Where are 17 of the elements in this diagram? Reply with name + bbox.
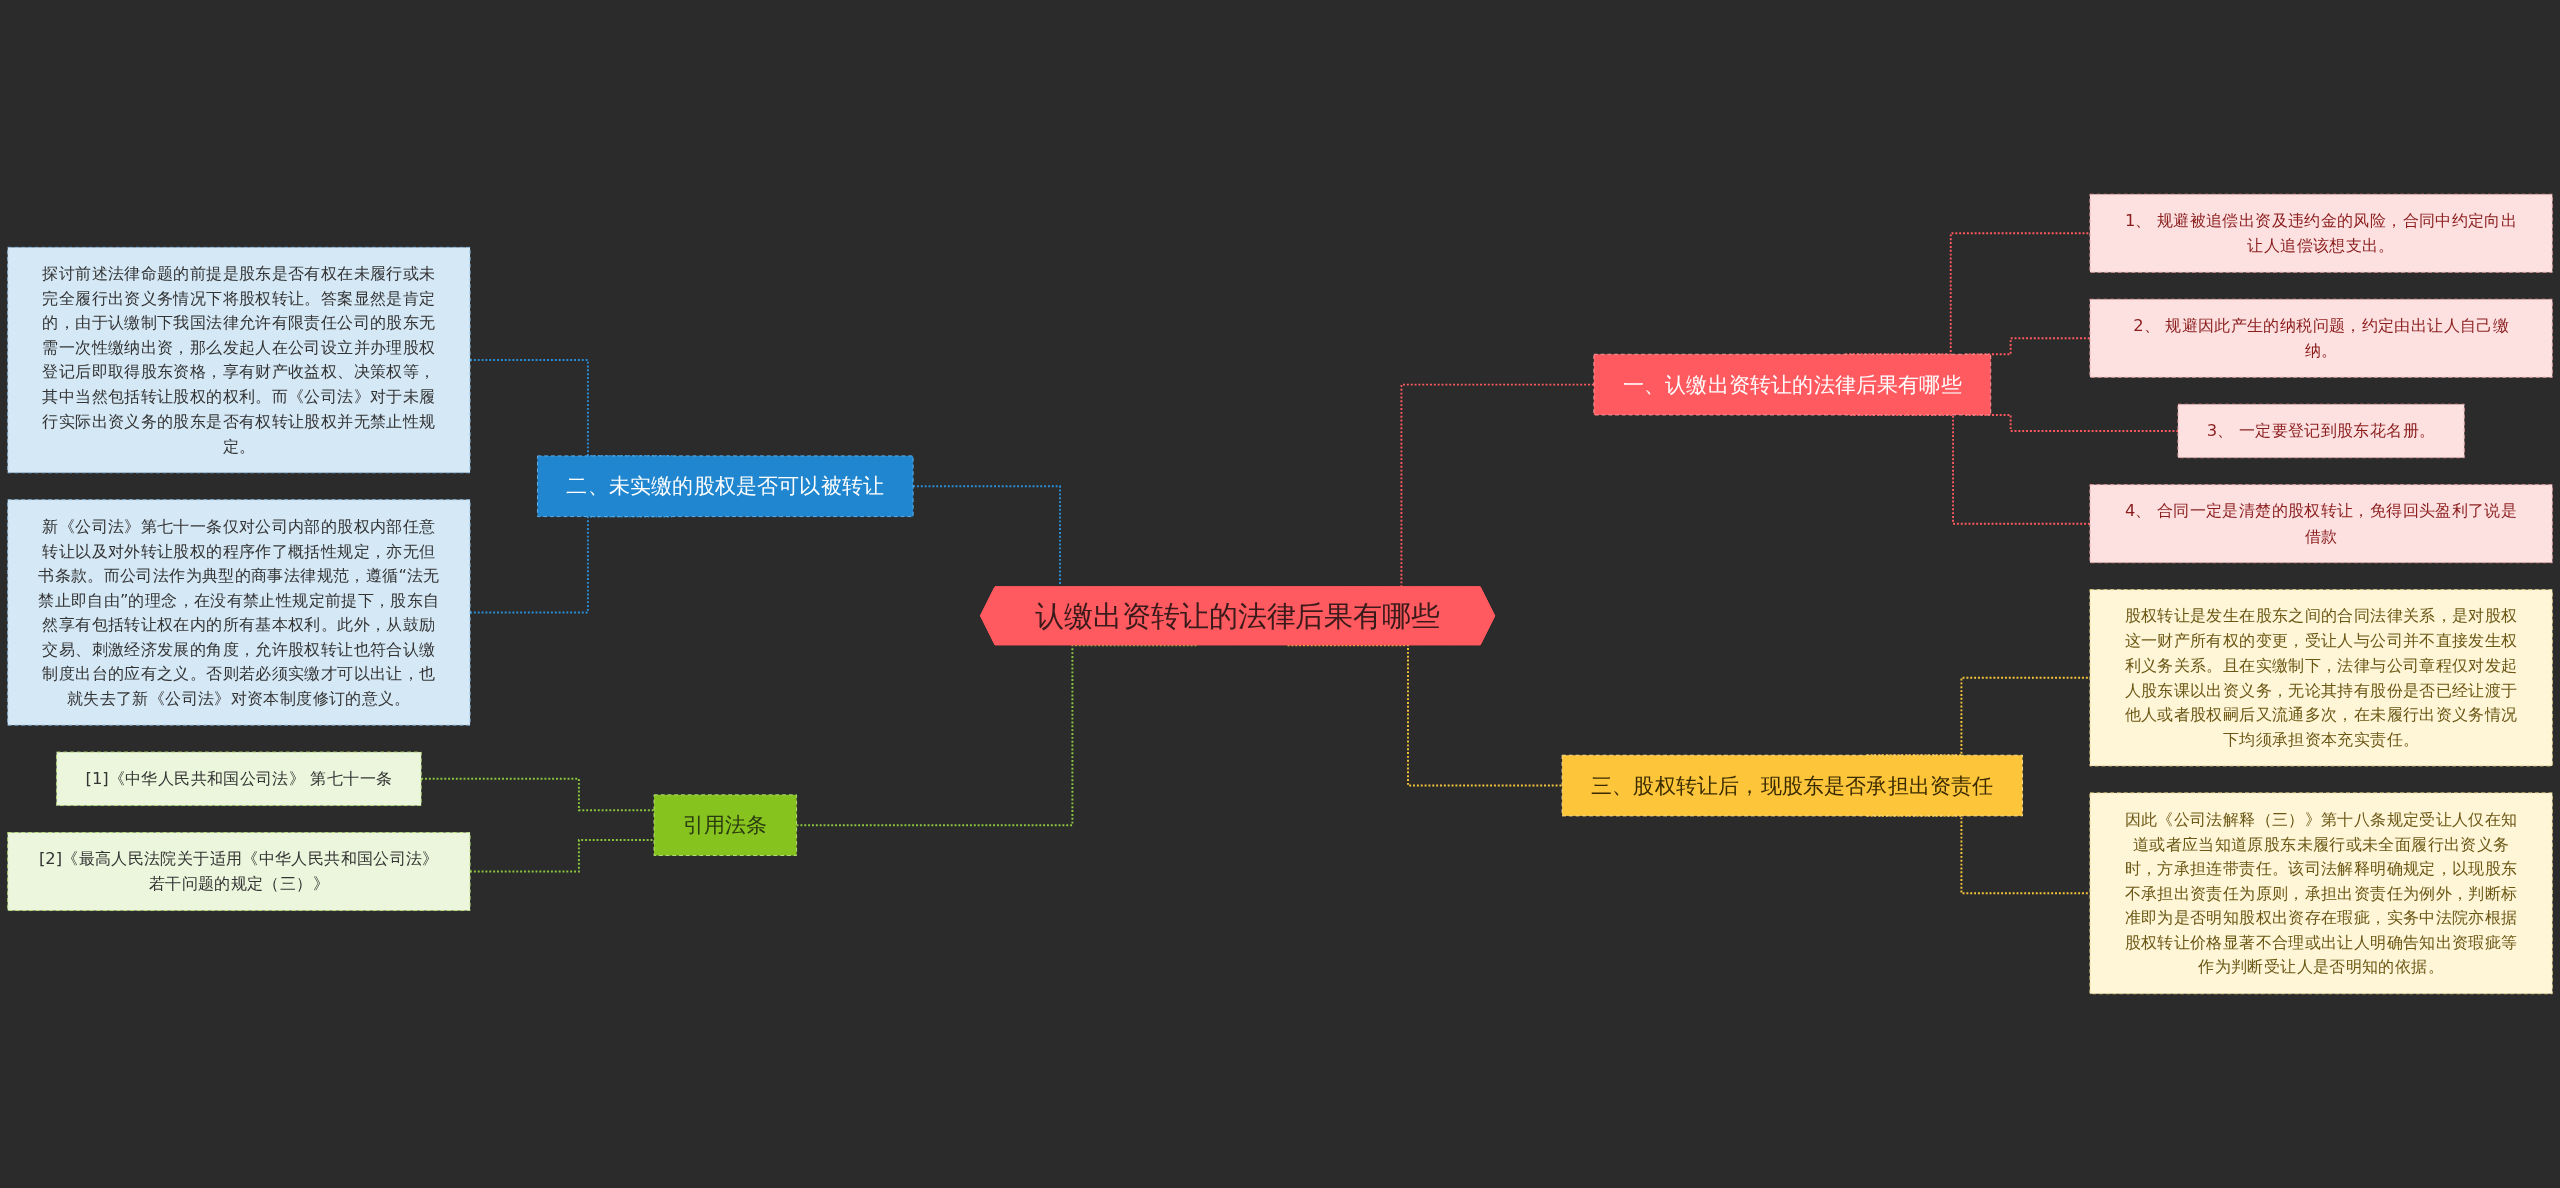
node-box: [1]《中华人民共和国公司法》 第七十一条 [56,751,422,807]
node-box: 4、 合同一定是清楚的股权转让，免得回头盈利了说是借款 [2089,484,2553,564]
connector [420,777,655,812]
node-box: 因此《公司法解释（三）》第十八条规定受让人仅在知道或者应当知道原股东未履行或未全面履行出资义务时，方承担连带责任。该司法解释明确规定，以现股东不承担出资责任为原则，承担出资责任为例外，判断标准即为是否明知股权出资存在瑕疵，实务中法院亦根据股权转让价格显著不合理或出让人明确告知出资瑕疵等作为判断受让人是否明知的依据。 [2089,792,2553,995]
node-box: 新《公司法》第七十一条仅对公司内部的股权内部任意转让以及对外转让股权的程序作了概括性规定，亦无但书条款。而公司法作为典型的商事法律规范，遵循“法无禁止即自由”的理念，在没有禁止性规定前提下，股东自然享有包括转让权在内的所有基本权利。此外，从鼓励交易、刺激经济发展的角度，允许股权转让也符合认缴制度出台的应有之义。否则若必须实缴才可以出让，也就失去了新《公司法》对资本制度修订的意义。 [7,499,471,726]
node-box: 3、 一定要登记到股东花名册。 [2177,403,2465,459]
node-box: 探讨前述法律命题的前提是股东是否有权在未履行或未完全履行出资义务情况下将股权转让。答案显然是肯定的，由于认缴制下我国法律允许有限责任公司的股东无需一次性缴纳出资，那么发起人在公司设立并办理股权登记后即取得股东资格，享有财产收益权、决策权等，其中当然包括转让股权的权利。而《公司法》对于未履行实际出资义务的股东是否有权转让股权并无禁止性规定。 [7,246,471,474]
node-box: 引用法条 [653,794,798,856]
connector [1286,644,1564,787]
node-box: 1、 规避被追偿出资及违约金的风险，合同中约定向出让人追偿该想支出。 [2089,193,2553,273]
node-box: 二、未实缴的股权是否可以被转让 [537,455,914,518]
node-box: [2]《最高人民法院关于适用《中华人民共和国公司法》若干问题的规定（三）》 [7,832,471,911]
node-box: 一、认缴出资转让的法律后果有哪些 [1593,353,1992,416]
node-box: 股权转让是发生在股东之间的合同法律关系，是对股权这一财产所有权的变更，受让人与公司并不直接发生权利义务关系。且在实缴制下，法律与公司章程仅对发起人股东课以出资义务，无论其持有股份是否已经让渡于他人或者股权嗣后又流通多次，在未履行出资义务情况下均须承担资本充实责任。 [2089,589,2553,767]
node-box: 2、 规避因此产生的纳税问题，约定由出让人自己缴纳。 [2089,298,2553,378]
node-box: 三、股权转让后，现股东是否承担出资责任 [1561,754,2023,817]
connector [795,644,1199,827]
